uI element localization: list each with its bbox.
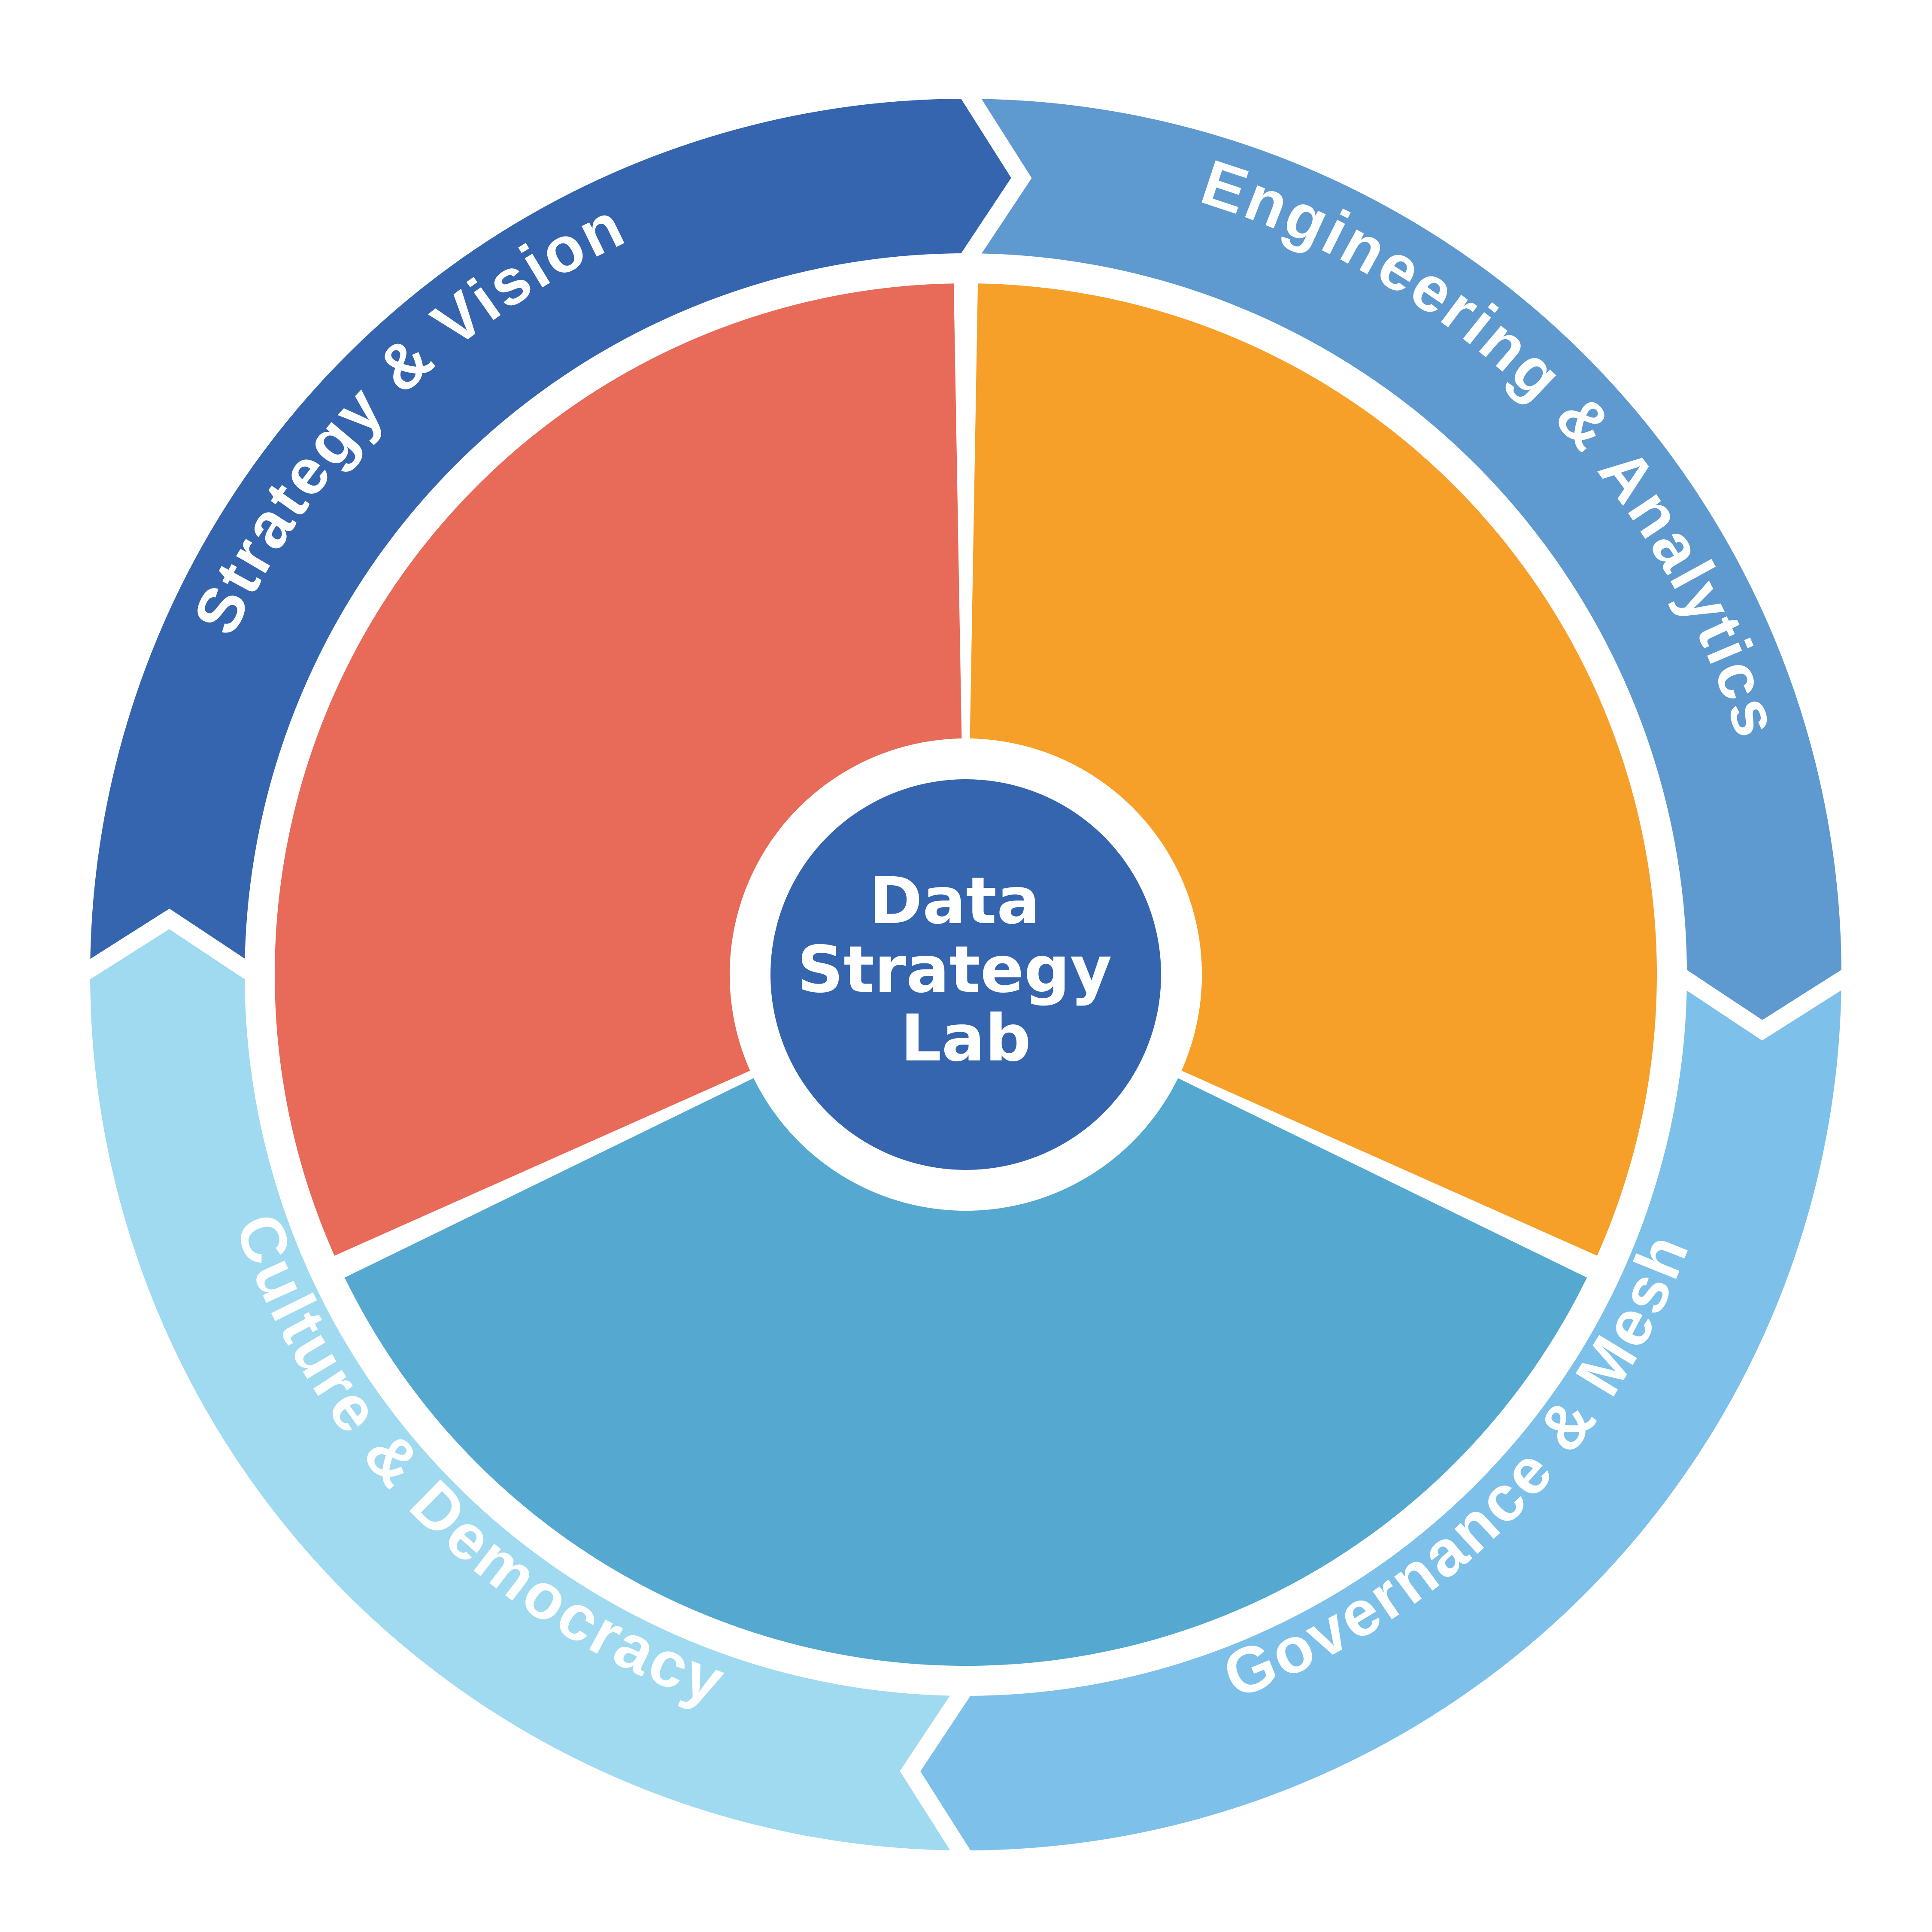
ring-segment-culture-democracy — [73, 908, 982, 1868]
wedge-teal — [344, 1078, 1587, 1666]
ring-segment-strategy-vision — [73, 81, 1032, 991]
inner-wedges — [275, 283, 1657, 1666]
ring-segment-governance-mesh — [900, 958, 1859, 1868]
hub-line-3: Lab — [901, 1001, 1031, 1076]
ring-segment-engineering-analytics — [949, 81, 1859, 1041]
hub-title: Data Strategy Lab — [797, 864, 1134, 1076]
hub-circle — [770, 779, 1161, 1170]
wedge-red — [275, 283, 962, 1256]
hub-line-2: Strategy — [797, 933, 1112, 1007]
wedge-orange — [970, 283, 1657, 1256]
outer-ring — [73, 81, 1859, 1868]
hub-line-1: Data — [869, 864, 1040, 939]
